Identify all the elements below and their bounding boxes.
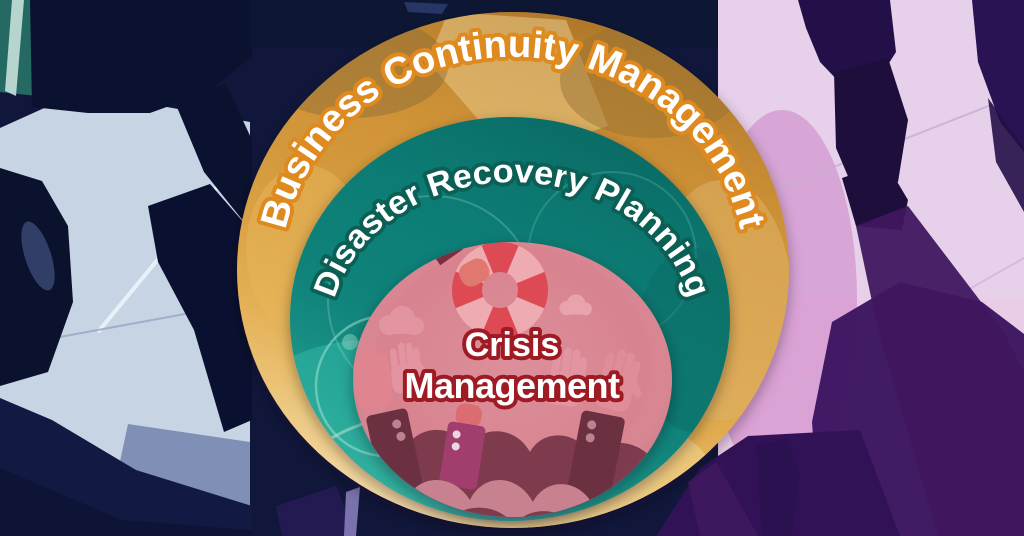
crisis-label-line2: Management	[404, 365, 620, 406]
feet-shadow	[756, 438, 800, 536]
edge-boot-silhouette	[988, 98, 1024, 212]
pedestrian-leg-silhouette	[148, 184, 252, 432]
crisis-label-line1: Crisis	[465, 326, 560, 364]
long-shadow	[856, 206, 1024, 536]
pedestrian-leg-silhouette	[174, 84, 252, 232]
flood-wave-front	[353, 480, 672, 517]
pedestrian-coat-silhouette	[30, 0, 252, 113]
lifebuoy-icon	[452, 242, 548, 338]
silhouette-highlight	[21, 221, 55, 291]
nested-rings-diagram: Business Continuity Management Disaster …	[237, 12, 789, 528]
ring-crisis-management: Crisis Management	[353, 242, 672, 517]
bottom-light-sliver	[344, 487, 360, 536]
corner-light-sliver	[5, 0, 24, 96]
edge-leg-silhouette	[972, 0, 1024, 152]
bottom-shadow-streak	[276, 486, 356, 536]
suit-sleeve-arm-icon	[439, 403, 486, 490]
boot-silhouette	[834, 58, 908, 200]
splash-mark	[438, 385, 450, 401]
fist-icon	[455, 403, 483, 427]
splash-mark	[485, 384, 494, 397]
left-bottom-shadow-deep	[0, 468, 252, 536]
bottom-shadow-streak	[688, 462, 758, 536]
top-strip-detail	[404, 2, 448, 14]
